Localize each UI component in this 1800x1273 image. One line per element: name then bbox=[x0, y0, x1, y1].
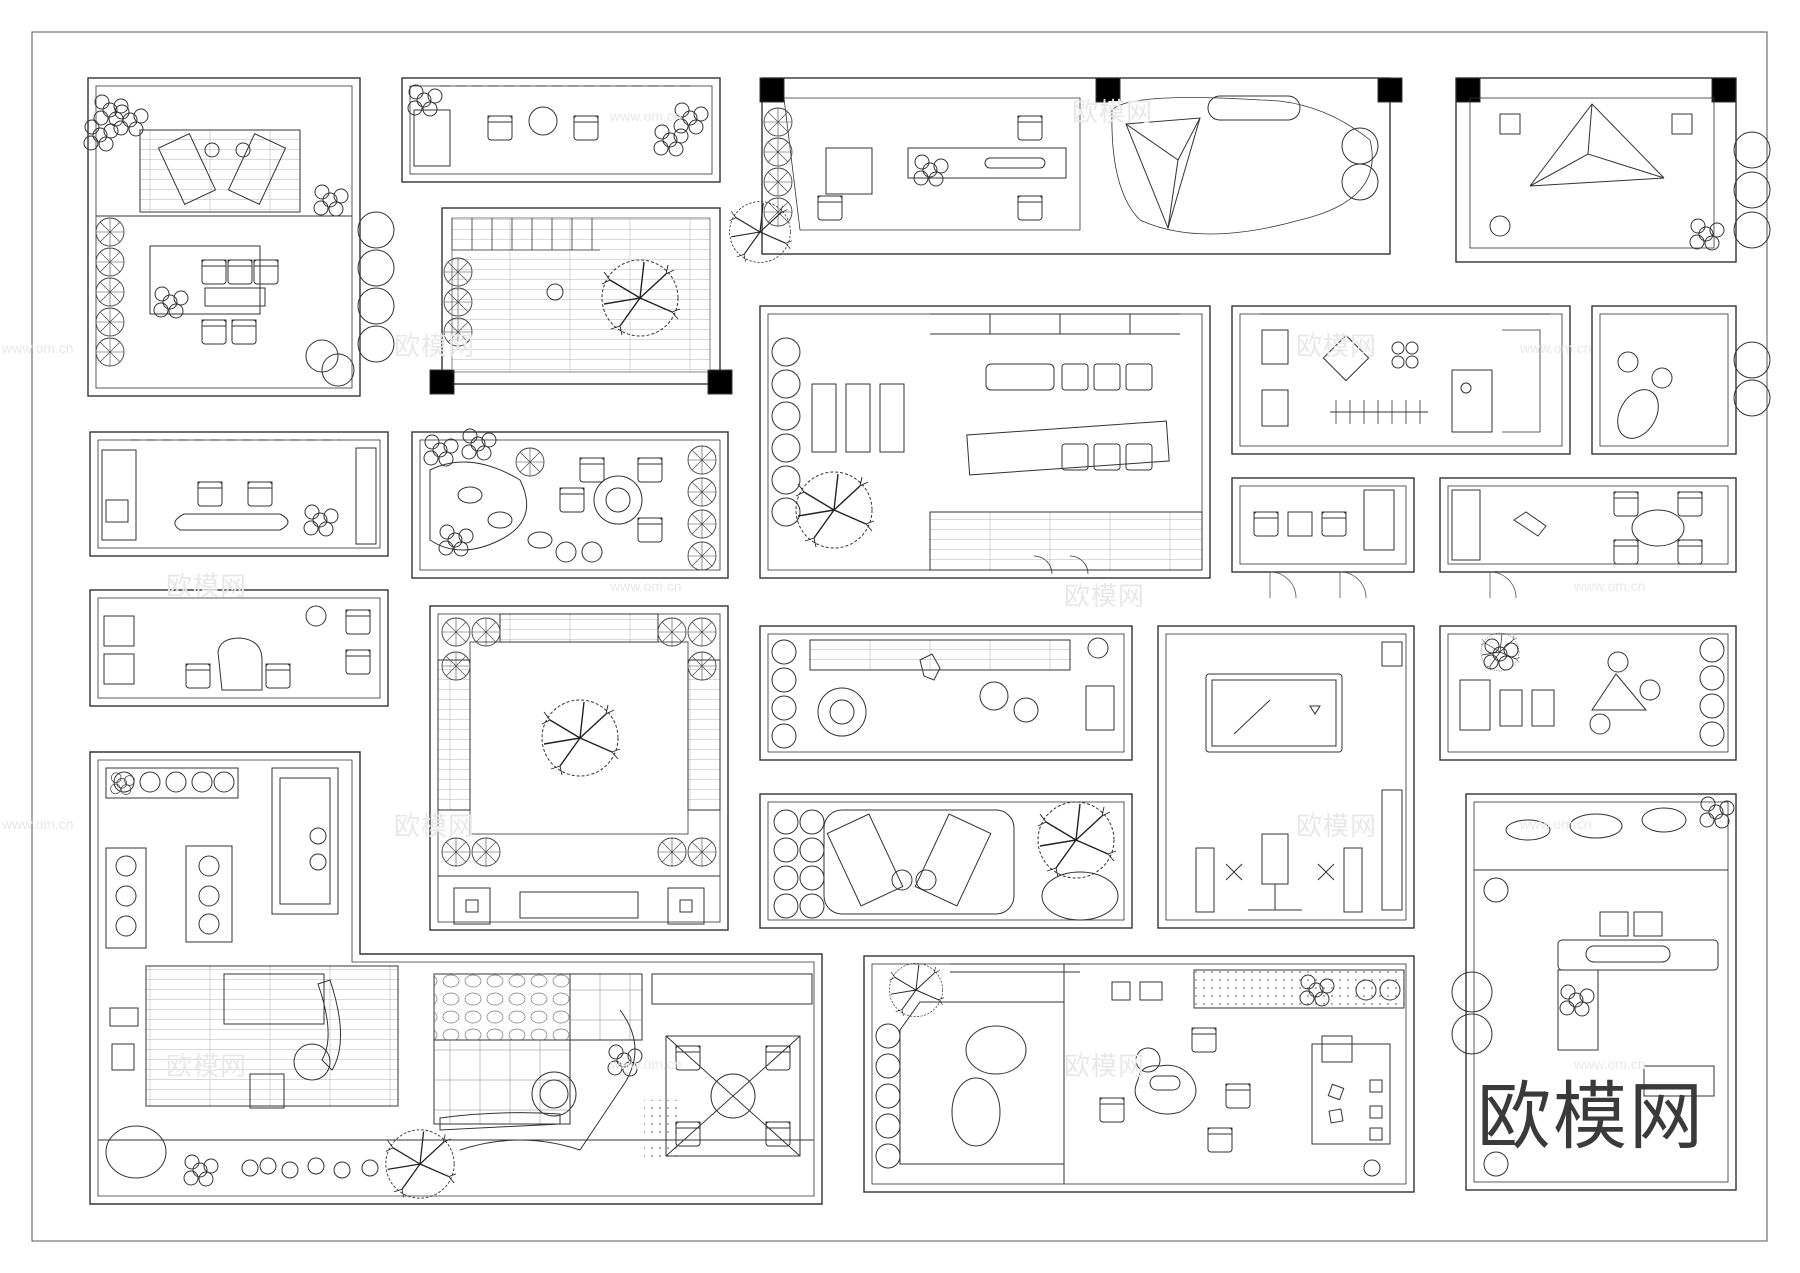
plan-rooftop-garden bbox=[89, 751, 823, 1205]
plan-bar-terrace-top bbox=[1439, 625, 1737, 761]
plan-pool-deck bbox=[759, 793, 1133, 929]
plan-study-balcony bbox=[1231, 477, 1415, 599]
plan-central-tree-court bbox=[429, 605, 729, 931]
plan-games-room bbox=[1157, 625, 1415, 929]
plan-courtyard-bar bbox=[759, 305, 1211, 579]
plan-shade-sail-yard bbox=[1455, 77, 1771, 263]
plan-small-balcony-round bbox=[89, 589, 389, 707]
plan-tea-balcony bbox=[1439, 477, 1737, 599]
plan-rooftop-games bbox=[863, 955, 1415, 1193]
plan-garden-stones bbox=[411, 428, 729, 579]
plan-lounge-deck bbox=[759, 625, 1133, 761]
plan-pet-balcony bbox=[89, 431, 389, 557]
brand-logo-text: 欧模网 bbox=[1477, 1074, 1705, 1160]
plan-bar-terrace bbox=[1451, 793, 1737, 1191]
plan-balcony-strip bbox=[401, 77, 721, 183]
plan-sitting-balcony bbox=[1231, 305, 1571, 455]
sheet-border bbox=[31, 31, 1768, 1242]
plan-garden-bar bbox=[729, 77, 1403, 263]
plan-stair-deck bbox=[429, 207, 733, 395]
plan-terrace-lounge bbox=[83, 77, 395, 397]
plan-dining-balcony bbox=[1591, 305, 1771, 455]
